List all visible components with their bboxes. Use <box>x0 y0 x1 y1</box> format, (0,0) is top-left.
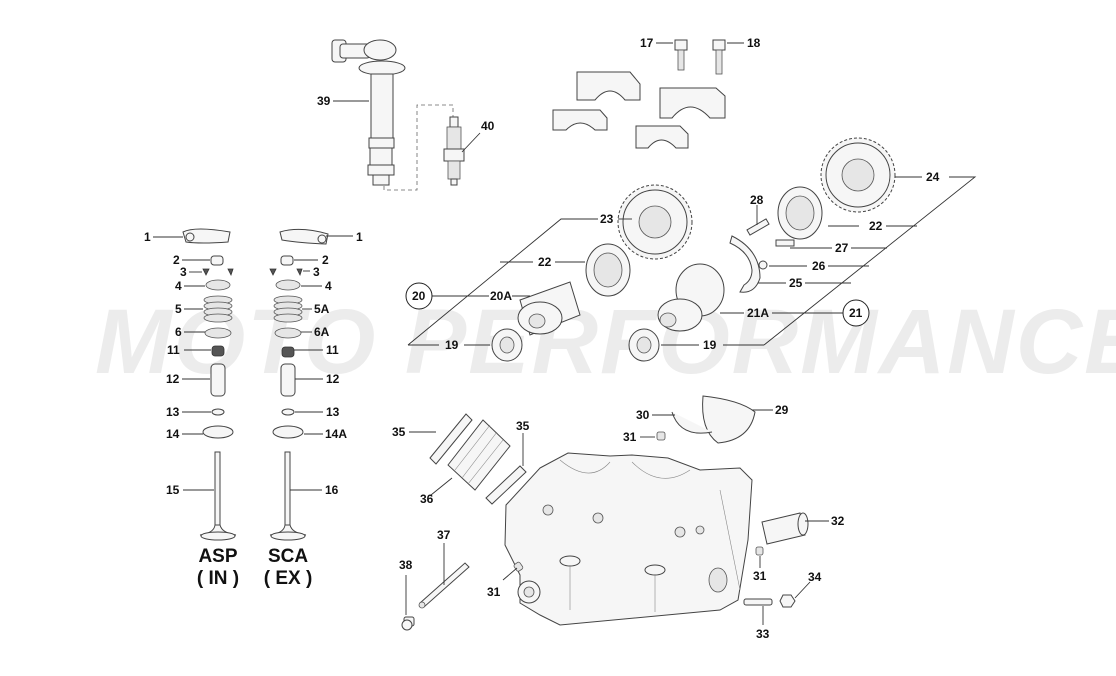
intake-boot-36[interactable] <box>447 419 511 491</box>
assembly-circle-21 <box>842 299 870 327</box>
callout-28: 28 <box>750 193 764 207</box>
screw-31-right[interactable] <box>755 546 764 556</box>
callout-25: 25 <box>789 276 803 290</box>
callout-29: 29 <box>775 403 789 417</box>
callout-37: 37 <box>437 528 451 542</box>
callout-20A: 20A <box>490 289 512 303</box>
callout-13: 13 <box>166 405 180 419</box>
callout-2: 2 <box>173 253 180 267</box>
callout-1: 1 <box>144 230 151 244</box>
clamp-35-left[interactable] <box>429 413 473 465</box>
callout-39: 39 <box>317 94 331 108</box>
callout-31: 31 <box>753 569 767 583</box>
sprocket-23[interactable] <box>617 184 693 260</box>
nut-34[interactable] <box>779 594 796 608</box>
callout-19: 19 <box>703 338 717 352</box>
plug-38[interactable] <box>401 616 415 631</box>
callout-34: 34 <box>808 570 822 584</box>
cap-bolt-17[interactable] <box>674 39 688 71</box>
assembly-circle-20 <box>405 282 433 310</box>
bearing-22-left[interactable] <box>585 243 631 297</box>
callout-23: 23 <box>600 212 614 226</box>
callout-33: 33 <box>756 627 770 641</box>
ignition-coil[interactable] <box>331 39 406 186</box>
callout-14: 14 <box>166 427 180 441</box>
callout-1: 1 <box>356 230 363 244</box>
callout-5: 5 <box>175 302 182 316</box>
callout-30: 30 <box>636 408 650 422</box>
callout-22: 22 <box>538 255 552 269</box>
callout-21: 21 <box>849 306 863 320</box>
exhaust-caption: SCA <box>268 546 308 567</box>
callout-21A: 21A <box>747 306 769 320</box>
callout-12: 12 <box>326 372 340 386</box>
intake-valve-stack[interactable] <box>182 228 237 541</box>
callout-26: 26 <box>812 259 826 273</box>
clamp-35-right[interactable] <box>485 465 527 505</box>
dowel-37[interactable] <box>418 562 470 609</box>
callout-32: 32 <box>831 514 845 528</box>
leader-lines <box>153 42 977 625</box>
fitting-32[interactable] <box>761 512 809 545</box>
exhaust-valve-stack[interactable] <box>269 228 329 541</box>
callout-31: 31 <box>487 585 501 599</box>
cam-cap[interactable] <box>552 71 726 149</box>
screw-31-top[interactable] <box>656 431 666 441</box>
callout-11: 11 <box>326 343 339 357</box>
half-ring-29[interactable] <box>702 395 756 444</box>
callout-13: 13 <box>326 405 340 419</box>
intake-camshaft[interactable] <box>517 281 581 336</box>
sprocket-24[interactable] <box>820 137 896 213</box>
callout-36: 36 <box>420 492 434 506</box>
callout-16: 16 <box>325 483 339 497</box>
callout-4: 4 <box>325 279 332 293</box>
decompressor-parts[interactable] <box>729 218 795 293</box>
callout-38: 38 <box>399 558 413 572</box>
callout-35: 35 <box>392 425 406 439</box>
callout-3: 3 <box>180 265 187 279</box>
callout-27: 27 <box>835 241 849 255</box>
stud-33[interactable] <box>743 598 773 606</box>
callout-31: 31 <box>623 430 637 444</box>
callout-19: 19 <box>445 338 459 352</box>
callout-6: 6 <box>175 325 182 339</box>
exhaust-caption-en: ( EX ) <box>264 568 313 589</box>
callout-6A: 6A <box>314 325 330 339</box>
bearing-22-right[interactable] <box>777 186 823 240</box>
intake-caption-en: ( IN ) <box>197 568 239 589</box>
callout-35: 35 <box>516 419 530 433</box>
intake-caption: ASP <box>198 546 237 567</box>
watermark: MOTO PERFORMANCE <box>95 291 1116 393</box>
cap-bolt-18[interactable] <box>712 39 726 75</box>
callout-18: 18 <box>747 36 761 50</box>
callout-5A: 5A <box>314 302 330 316</box>
cylinder-head[interactable] <box>504 452 753 626</box>
bearing-19-right[interactable] <box>628 328 660 362</box>
callout-labels: 1 1 2 2 3 3 4 4 5 5A 6 6A 11 11 12 12 13… <box>144 36 940 641</box>
callout-3: 3 <box>313 265 320 279</box>
exhaust-camshaft[interactable] <box>657 263 725 332</box>
callout-4: 4 <box>175 279 182 293</box>
callout-20: 20 <box>412 289 426 303</box>
callout-22: 22 <box>869 219 883 233</box>
callout-11: 11 <box>167 343 180 357</box>
callout-24: 24 <box>926 170 940 184</box>
callout-17: 17 <box>640 36 654 50</box>
spark-plug[interactable] <box>443 116 465 186</box>
coil-plug-link <box>383 104 454 191</box>
ring-30[interactable] <box>671 411 713 434</box>
callout-15: 15 <box>166 483 180 497</box>
callout-40: 40 <box>481 119 495 133</box>
callout-14A: 14A <box>325 427 347 441</box>
bearing-19-left[interactable] <box>491 328 523 362</box>
callout-2: 2 <box>322 253 329 267</box>
callout-12: 12 <box>166 372 180 386</box>
